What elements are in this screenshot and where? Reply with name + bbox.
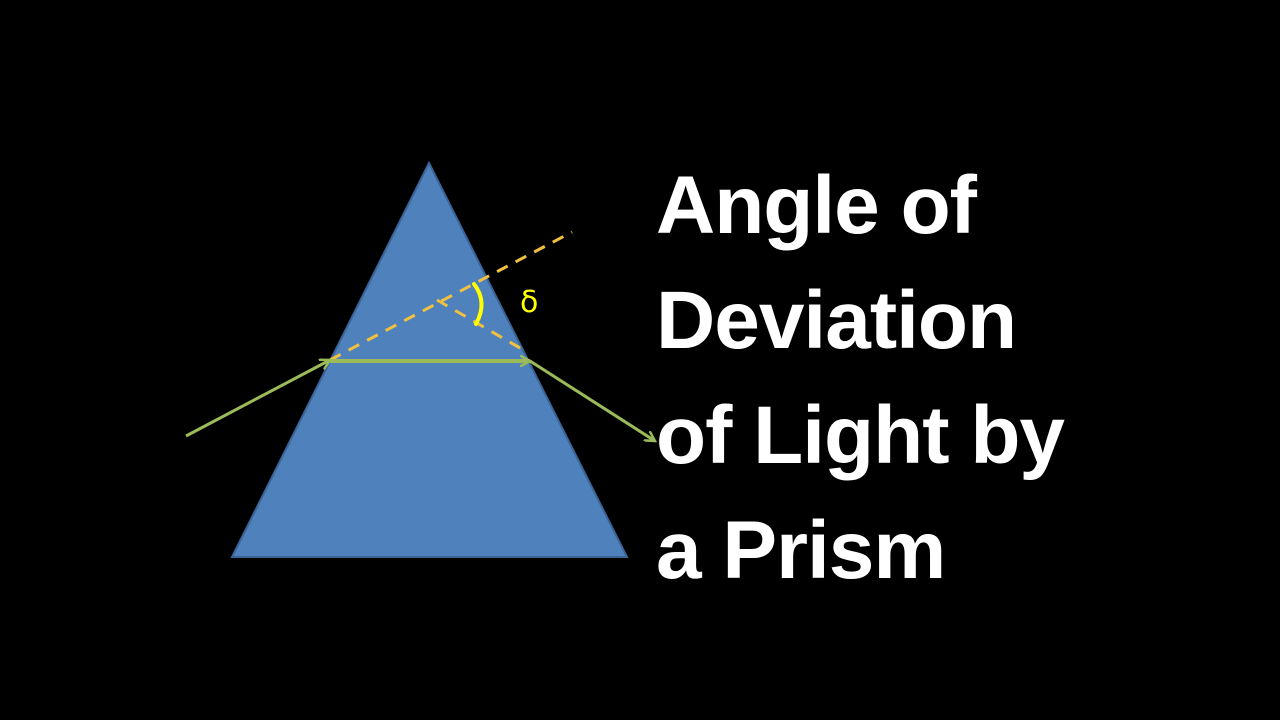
title-line-3: of Light by [656, 390, 1065, 481]
deviation-angle-arc [472, 282, 484, 326]
emergent-ray [529, 359, 655, 441]
incident-extension-dashed-line [329, 230, 573, 362]
incident-ray [185, 360, 330, 438]
title-block: Angle of Deviation of Light by a Prism [656, 148, 1065, 608]
title-line-4: a Prism [656, 505, 946, 596]
title-line-1: Angle of [656, 160, 977, 251]
emergent-extension-dashed-line [436, 298, 528, 354]
title-line-2: Deviation [656, 275, 1017, 366]
delta-label: δ [520, 285, 538, 320]
